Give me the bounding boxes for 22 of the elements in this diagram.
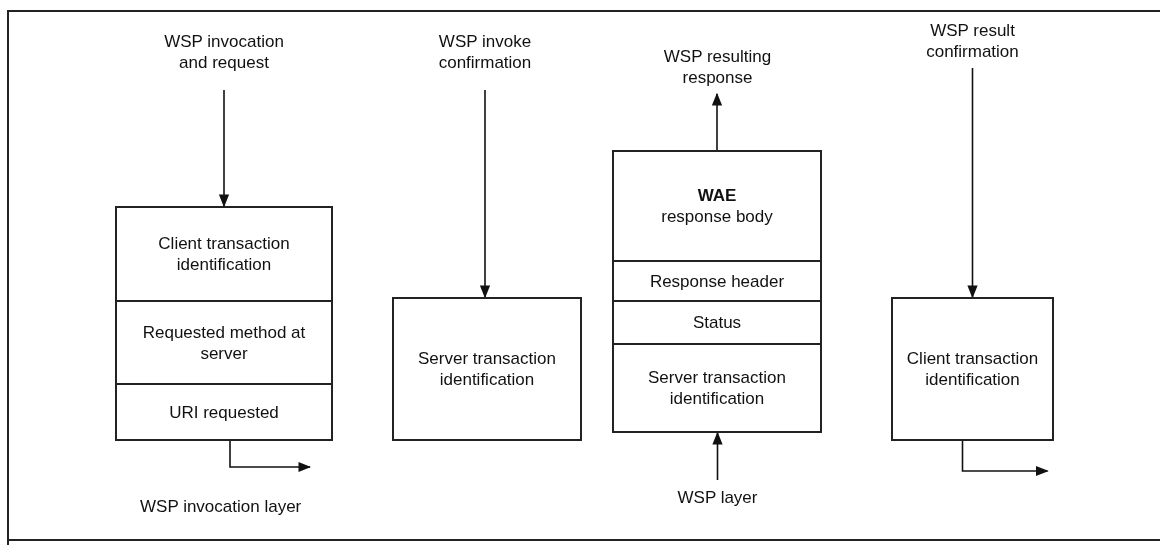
flow-text: WSP result confirmation [885, 18, 1060, 64]
arrow [229, 440, 312, 473]
field-cell: Server transaction identification [392, 297, 582, 441]
arrow [712, 431, 723, 481]
field-cell: WAE response body [612, 150, 822, 262]
arrow [218, 89, 230, 208]
field-cell: Response header [612, 260, 822, 302]
field-cell: Client transaction identification [115, 206, 333, 302]
field-cell: Status [612, 300, 822, 345]
flow-text: WSP invoke confirmation [405, 18, 565, 86]
layer-label: WSP invocation layer [140, 497, 302, 517]
arrow [479, 89, 491, 299]
field-cell: Client transaction identification [891, 297, 1054, 441]
flow-text: WSP invocation and request [154, 18, 294, 86]
arrow [711, 92, 723, 151]
flow-text: WSP resulting response [635, 44, 800, 90]
flow-text: WSP layer [660, 484, 775, 510]
field-cell: Requested method at server [115, 300, 333, 385]
field-cell: Server transaction identification [612, 343, 822, 433]
arrow [967, 67, 978, 299]
arrow [961, 440, 1049, 477]
field-cell: URI requested [115, 383, 333, 441]
